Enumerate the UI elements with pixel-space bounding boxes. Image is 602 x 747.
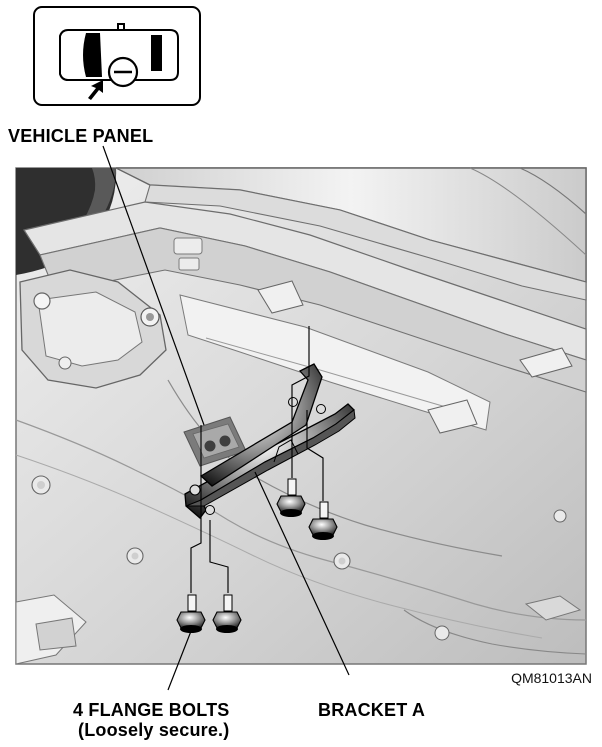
flange-bolt <box>276 478 306 517</box>
vehicle-panel-label: VEHICLE PANEL <box>8 126 154 146</box>
flange-bolts-label-line1: 4 FLANGE BOLTS <box>73 700 230 720</box>
flange-bolt <box>176 594 206 633</box>
figure-id: QM81013AN <box>511 670 592 686</box>
vehicle-underbody-drawing <box>15 167 587 665</box>
flange-bolt <box>308 501 338 540</box>
leader-lines <box>102 145 350 691</box>
flange-bolts-label-line2: (Loosely secure.) <box>78 720 230 740</box>
flange-bolt <box>212 594 242 633</box>
vehicle-location-indicator-icon <box>33 6 201 106</box>
bracket-a-label: BRACKET A <box>318 700 426 720</box>
explode-lines <box>190 326 324 593</box>
